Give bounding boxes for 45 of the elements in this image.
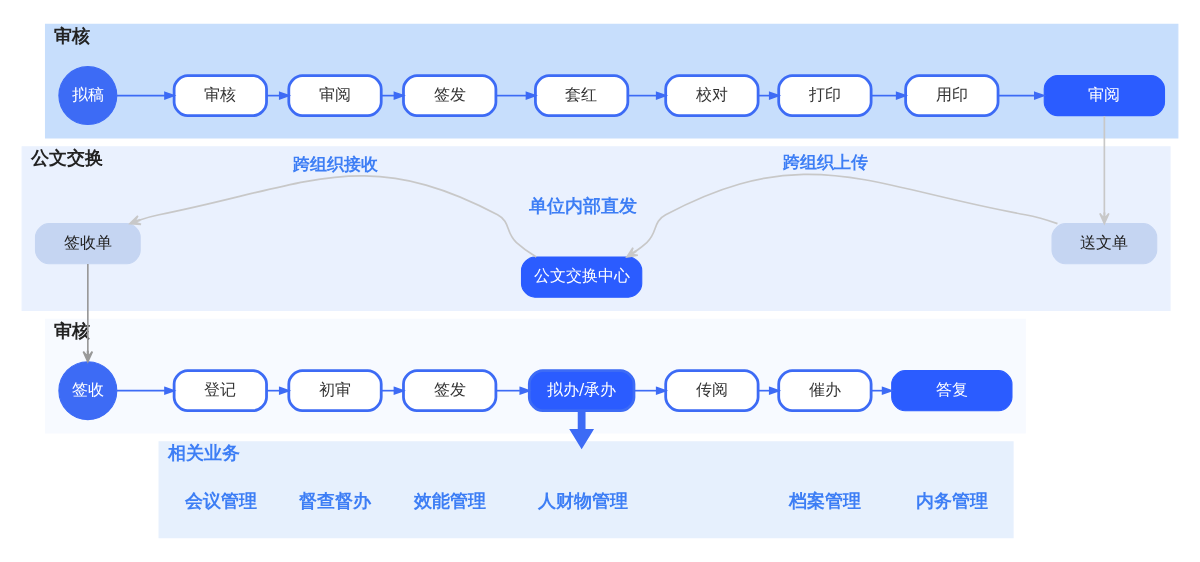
label: 会议管理 <box>184 490 257 512</box>
label: 单位内部直发 <box>528 195 637 217</box>
node-box: 校对 <box>664 74 760 118</box>
arrow <box>757 386 782 395</box>
edge-label: 跨组织上传 <box>782 151 868 172</box>
node-circle: 签收 <box>58 361 118 421</box>
arrow <box>569 411 595 450</box>
arrow <box>116 386 177 395</box>
label: 档案管理 <box>789 490 862 512</box>
arrow <box>129 175 538 258</box>
node-box: 签发 <box>402 74 498 118</box>
node-box: 初审 <box>287 369 383 413</box>
node-box: 催办 <box>777 369 873 413</box>
label: 督查督办 <box>299 490 372 512</box>
node-box: 拟办/承办 <box>527 369 636 413</box>
arrow <box>870 386 895 395</box>
node-box: 用印 <box>904 74 1000 118</box>
arrow <box>633 386 669 395</box>
label: 效能管理 <box>414 490 487 512</box>
arrow <box>1099 115 1110 225</box>
node-box: 签发 <box>402 369 498 413</box>
arrow <box>266 386 292 395</box>
node-box: 审阅 <box>1043 75 1166 117</box>
arrow <box>116 91 177 100</box>
node-box: 套红 <box>534 74 630 118</box>
arrow <box>380 386 406 395</box>
arrow <box>82 263 94 363</box>
arrow <box>627 91 669 100</box>
node-circle: 拟稿 <box>58 66 118 126</box>
node-box: 答复 <box>891 370 1013 412</box>
node-box: 公文交换中心 <box>520 256 643 298</box>
arrow <box>626 173 1059 258</box>
arrow <box>997 91 1047 100</box>
edge-label: 跨组织接收 <box>292 154 378 175</box>
label: 人财物管理 <box>537 490 628 512</box>
node-box: 打印 <box>777 74 873 118</box>
node-box: 签收单 <box>34 223 141 265</box>
arrow <box>870 91 909 100</box>
label: 内务管理 <box>916 490 989 512</box>
arrow <box>495 91 538 100</box>
node-box: 传阅 <box>664 369 760 413</box>
node-box: 审核 <box>172 74 268 118</box>
node-box: 登记 <box>172 369 268 413</box>
node-box: 审阅 <box>287 74 383 118</box>
node-box: 送文单 <box>1051 223 1158 265</box>
